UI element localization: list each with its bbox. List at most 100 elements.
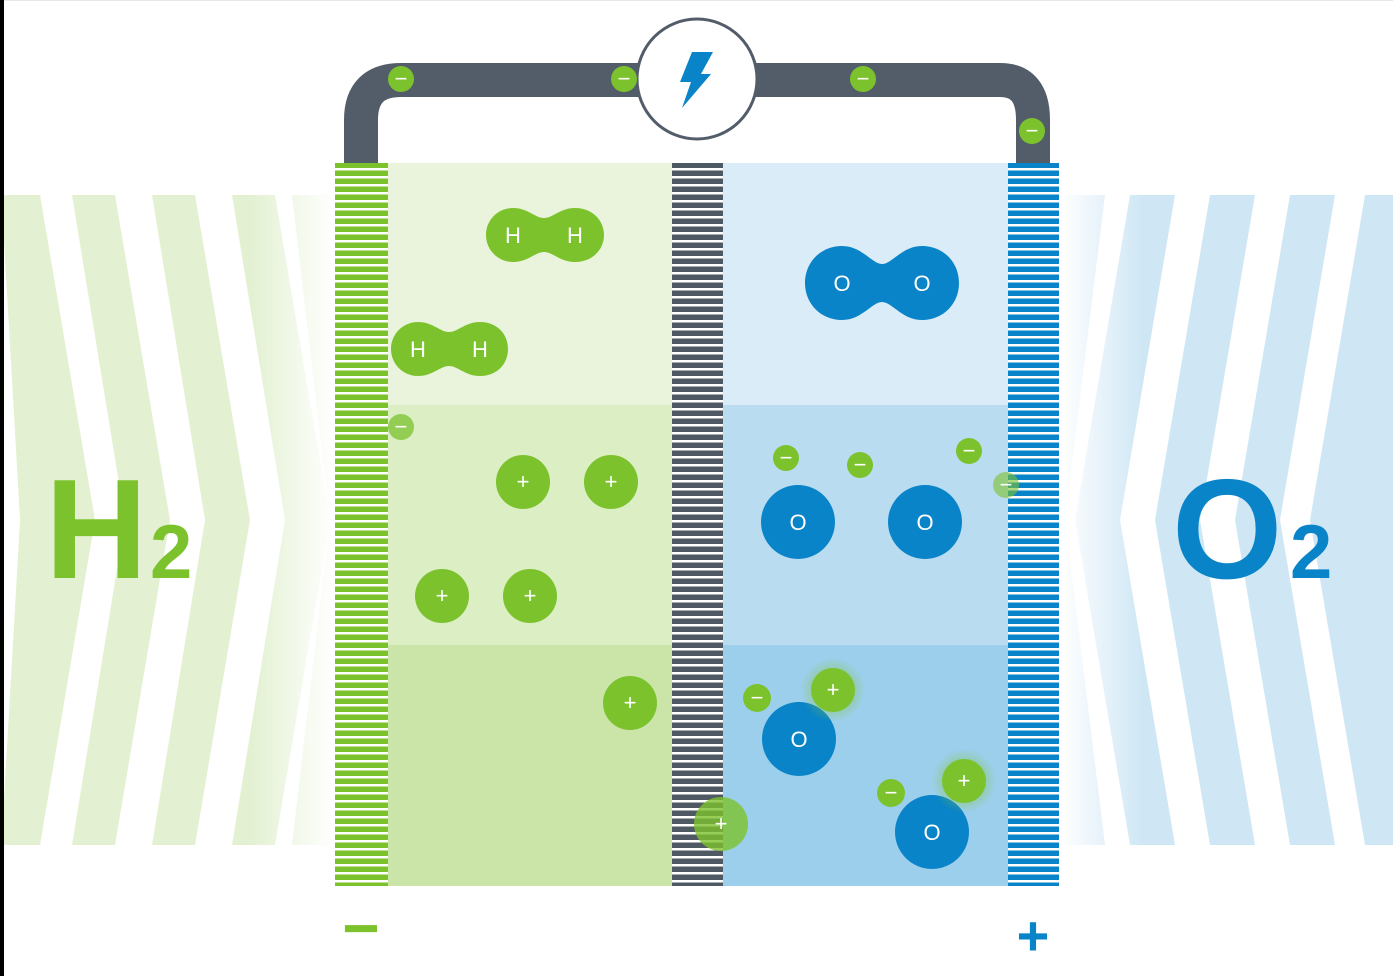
oxygen-inflow-band — [1060, 195, 1393, 845]
svg-text:−: − — [1000, 472, 1013, 497]
electrode-stripe — [335, 480, 388, 483]
electrode-stripe — [1008, 744, 1059, 747]
electrode-stripe — [672, 688, 723, 691]
cathode-electrons: − − − − — [773, 438, 1019, 498]
electrode-stripe — [1008, 640, 1059, 643]
electrode-stripe — [672, 752, 723, 755]
electrode-stripe — [672, 392, 723, 395]
electrode-stripe — [335, 856, 388, 859]
electrode-stripe — [672, 664, 723, 667]
electrode-stripe — [672, 488, 723, 491]
electrode-stripe — [1008, 792, 1059, 795]
electrode-stripe — [1008, 432, 1059, 435]
electrode-stripe — [672, 544, 723, 547]
electrode-stripe — [335, 552, 388, 555]
proton: + — [496, 455, 550, 509]
electrode-stripe — [1008, 304, 1059, 307]
electrode-stripe — [1008, 616, 1059, 619]
electrode-stripe — [1008, 448, 1059, 451]
electrode-stripe — [672, 624, 723, 627]
electrode-stripe — [1008, 496, 1059, 499]
electrode-stripe — [1008, 864, 1059, 867]
electrode-stripe — [335, 776, 388, 779]
svg-text:−: − — [1026, 118, 1039, 143]
electrode-stripes — [335, 168, 1059, 883]
power-source — [635, 17, 759, 141]
hydrogen-molecule: H H — [486, 208, 604, 262]
electrode-stripe — [672, 328, 723, 331]
electrode-stripe — [672, 840, 723, 843]
electrode-stripe — [1008, 800, 1059, 803]
svg-text:2: 2 — [1290, 510, 1332, 595]
electrode-stripe — [1008, 368, 1059, 371]
electrode-stripe — [672, 656, 723, 659]
electrode-stripe — [1008, 384, 1059, 387]
proton: + — [415, 569, 469, 623]
electrode-stripe — [672, 496, 723, 499]
electrode-stripe — [335, 704, 388, 707]
electrode-stripe — [335, 472, 388, 475]
electrode-stripe — [335, 712, 388, 715]
electrode-stripe — [1008, 856, 1059, 859]
electrode-stripe — [1008, 416, 1059, 419]
electrode-stripe — [335, 344, 388, 347]
electrode-stripe — [1008, 504, 1059, 507]
electrode-stripe — [335, 400, 388, 403]
electrode-stripe — [672, 312, 723, 315]
svg-text:−: − — [395, 66, 408, 91]
electrode-stripe — [335, 432, 388, 435]
electrode-stripe — [672, 448, 723, 451]
electrode-stripe — [335, 808, 388, 811]
svg-text:+: + — [605, 469, 618, 494]
svg-text:O: O — [916, 510, 933, 535]
electrode-stripe — [1008, 176, 1059, 179]
electrode-stripe — [335, 496, 388, 499]
electrode-stripe — [335, 760, 388, 763]
electrode-stripe — [672, 408, 723, 411]
proton-exchange-membrane — [672, 163, 723, 886]
electrode-stripe — [672, 880, 723, 883]
electrode-stripe — [335, 384, 388, 387]
electrode-stripe — [672, 224, 723, 227]
cathode-electrode — [1008, 163, 1059, 886]
svg-text:H: H — [472, 337, 488, 362]
electrode-stripe — [1008, 544, 1059, 547]
electrode-stripe — [672, 264, 723, 267]
svg-text:−: − — [885, 780, 898, 805]
electrode-stripe — [1008, 472, 1059, 475]
electrode-stripe — [1008, 664, 1059, 667]
positive-terminal-sign: + — [1017, 904, 1050, 967]
electrode-stripe — [672, 536, 723, 539]
electrode-stripe — [672, 384, 723, 387]
electrode-stripe — [1008, 776, 1059, 779]
electrode-stripe — [1008, 808, 1059, 811]
electrode-stripe — [1008, 272, 1059, 275]
electrode-stripe — [335, 376, 388, 379]
electrode-stripe — [672, 240, 723, 243]
electrode-stripe — [672, 344, 723, 347]
electrode-stripe — [1008, 248, 1059, 251]
electrode-stripe — [672, 464, 723, 467]
electrode-stripe — [335, 168, 388, 171]
electrode-stripe — [335, 224, 388, 227]
svg-text:O: O — [913, 271, 930, 296]
electrode-stripe — [1008, 848, 1059, 851]
electrode-stripe — [335, 680, 388, 683]
electrode-stripe — [672, 232, 723, 235]
electrode-stripe — [1008, 704, 1059, 707]
oxygen-atoms: O O — [761, 485, 962, 559]
electrode-stripe — [1008, 840, 1059, 843]
electrode-stripe — [335, 240, 388, 243]
anode-electrode — [335, 163, 388, 886]
electrode-stripe — [335, 176, 388, 179]
electrode-stripe — [335, 720, 388, 723]
electrode-stripe — [335, 576, 388, 579]
electron: − — [993, 472, 1019, 498]
electrode-stripe — [1008, 656, 1059, 659]
electrode-stripe — [335, 456, 388, 459]
electrode-stripe — [672, 440, 723, 443]
electrode-stripe — [1008, 712, 1059, 715]
electrode-stripe — [1008, 232, 1059, 235]
electrode-stripe — [1008, 392, 1059, 395]
electrode-stripe — [1008, 520, 1059, 523]
